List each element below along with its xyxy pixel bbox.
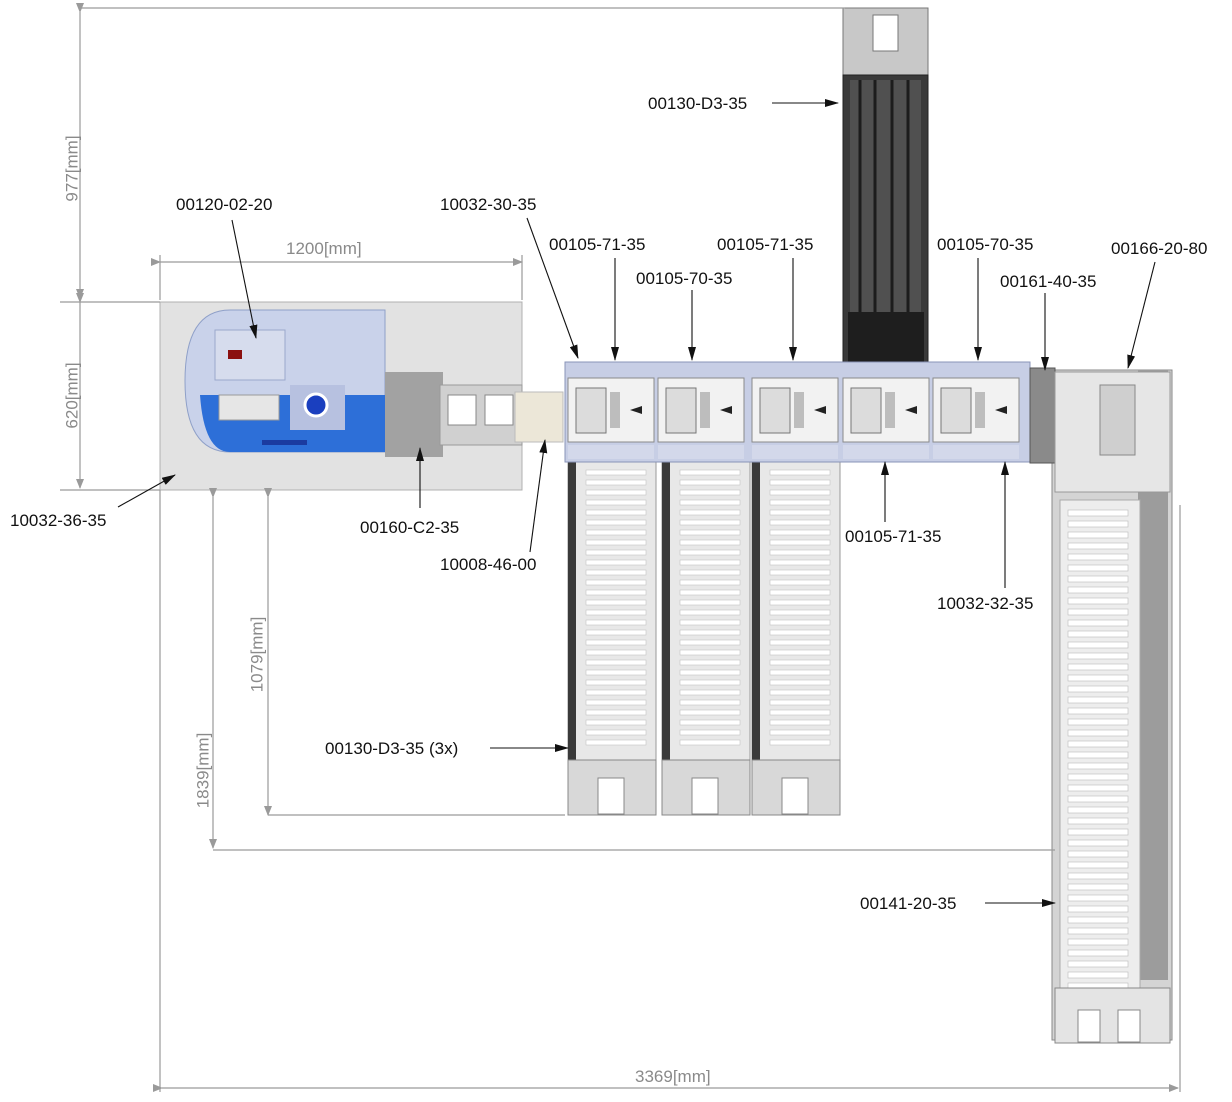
rack-slot [1067, 927, 1129, 935]
label-adapter: 10008-46-00 [440, 555, 537, 574]
dim-height-total: 1839[mm] [193, 732, 213, 809]
rack-slot [1067, 850, 1129, 858]
track-module [567, 377, 655, 459]
label-module-1: 00105-71-35 [549, 235, 646, 254]
rack-slot [1067, 641, 1129, 649]
rack-slot [1067, 575, 1129, 583]
bottom-stack [567, 459, 657, 816]
rack-slot [1067, 872, 1129, 880]
rack-slot [1067, 630, 1129, 638]
rack-slot [1067, 762, 1129, 770]
rack-slot [1067, 916, 1129, 924]
top-rack-stack [842, 7, 929, 366]
dim-height-left: 620[mm] [62, 362, 82, 429]
rack-slot [1067, 663, 1129, 671]
label-module-3: 00105-71-35 [717, 235, 814, 254]
dim-height-top: 977[mm] [62, 135, 82, 202]
rack-slot [1067, 553, 1129, 561]
label-connector-right: 10032-32-35 [937, 594, 1034, 613]
rack-slot [1067, 707, 1129, 715]
rack-slot [1067, 949, 1129, 957]
track-module [842, 377, 930, 459]
bottom-stack [661, 459, 751, 816]
rack-slot [1067, 740, 1129, 748]
label-loader: 00160-C2-35 [360, 518, 460, 537]
label-connector: 10032-30-35 [440, 195, 537, 214]
rack-slot [1067, 564, 1129, 572]
rack-slot [1067, 652, 1129, 660]
rack-slot [1067, 751, 1129, 759]
rack-slot [1067, 861, 1129, 869]
rack-slot [1067, 718, 1129, 726]
label-module-2: 00105-70-35 [636, 269, 733, 288]
dim-width-total: 3369[mm] [635, 1067, 711, 1086]
dim-height-rack: 1079[mm] [247, 616, 267, 693]
label-top-stack: 00130-D3-35 [648, 94, 748, 113]
rack-slot [1067, 960, 1129, 968]
label-right-stack: 00141-20-35 [860, 894, 957, 913]
rack-slot [1067, 685, 1129, 693]
dim-width-analyzer: 1200[mm] [286, 239, 362, 258]
rack-slot [1067, 619, 1129, 627]
rack-slot [1067, 883, 1129, 891]
rack-slot [1067, 971, 1129, 979]
rack-slot [1067, 773, 1129, 781]
label-analyzer-top: 00120-02-20 [176, 195, 273, 214]
rack-slot [1067, 795, 1129, 803]
rack-slot [1067, 905, 1129, 913]
rack-slot [1067, 938, 1129, 946]
rack-slot [1067, 817, 1129, 825]
dimension-lines [60, 3, 1181, 1092]
rack-slot [1067, 729, 1129, 737]
label-end-unit: 00161-40-35 [1000, 272, 1097, 291]
rack-slot [1067, 894, 1129, 902]
module-track [564, 361, 1171, 493]
label-analyzer-base: 10032-36-35 [10, 511, 107, 530]
rack-slot [1067, 597, 1129, 605]
analyzer-unit [159, 301, 564, 491]
track-module [932, 377, 1020, 459]
rack-slot [1067, 696, 1129, 704]
label-module-5: 00105-70-35 [937, 235, 1034, 254]
rack-slot [1067, 806, 1129, 814]
rack-slot [1067, 586, 1129, 594]
rack-slot [1067, 531, 1129, 539]
rack-slot [1067, 542, 1129, 550]
label-end-right: 00166-20-80 [1111, 239, 1208, 258]
rack-slot [1067, 509, 1129, 517]
track-module [657, 377, 745, 459]
leader-lines [117, 99, 1156, 907]
track-module [751, 377, 839, 459]
rack-slot [1067, 608, 1129, 616]
rack-slot [1067, 520, 1129, 528]
bottom-stack [751, 459, 841, 816]
rack-slot [1067, 839, 1129, 847]
rack-slot [1067, 784, 1129, 792]
bottom-rack-stacks [567, 459, 841, 816]
rack-slot [1067, 674, 1129, 682]
label-stack-bottom: 00130-D3-35 (3x) [325, 739, 459, 758]
rack-slot [1067, 828, 1129, 836]
label-module-4: 00105-71-35 [845, 527, 942, 546]
